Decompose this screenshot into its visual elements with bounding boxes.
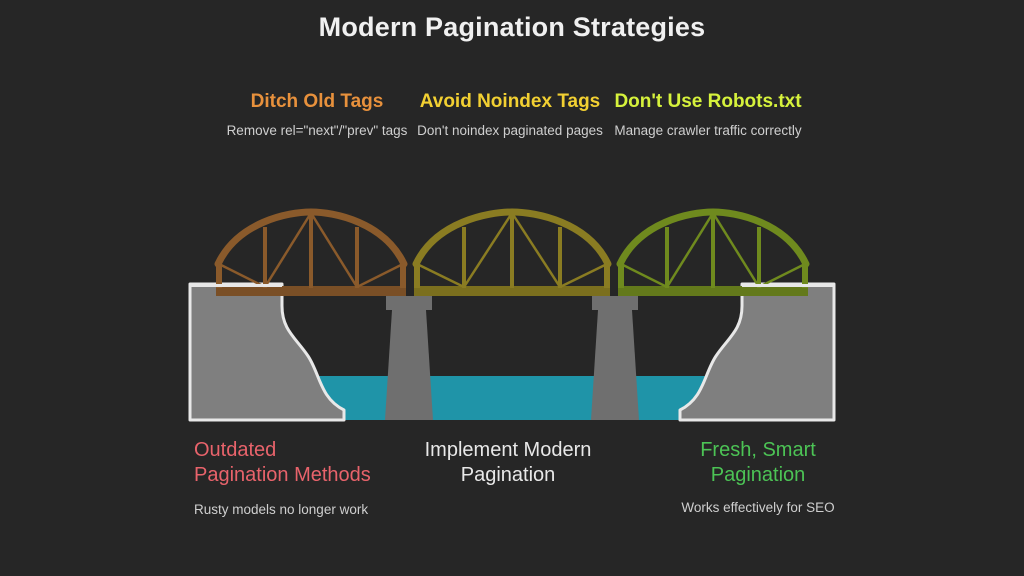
right-abutment-shape bbox=[678, 282, 836, 422]
pier-left-shaft bbox=[385, 310, 433, 420]
bridge-illustration-svg bbox=[188, 208, 836, 422]
bridge-span-middle-diagonal-3 bbox=[510, 212, 562, 288]
bridge-span-left-diagonal-2 bbox=[263, 212, 313, 288]
callout-outdated-pagination-methods: Outdated Pagination Methods Rusty models… bbox=[194, 438, 374, 519]
bridge-span-right-diagonal-3 bbox=[711, 212, 761, 288]
right-abutment-top-highlight bbox=[742, 284, 834, 287]
callout-implement-modern-pagination-headline: Implement Modern Pagination bbox=[424, 439, 592, 486]
callout-ditch-old-tags: Ditch Old Tags Remove rel="next"/"prev" … bbox=[212, 90, 422, 140]
right-abutment bbox=[678, 282, 836, 422]
bridge-span-right-diagonal-2 bbox=[665, 212, 715, 288]
callout-dont-use-robots-txt-headline: Don't Use Robots.txt bbox=[614, 91, 802, 112]
callout-fresh-smart-pagination-headline: Fresh, Smart Pagination bbox=[700, 439, 816, 486]
pier-left-cap bbox=[386, 296, 432, 310]
bridge-illustration bbox=[168, 198, 856, 430]
callout-avoid-noindex-tags-headline: Avoid Noindex Tags bbox=[419, 91, 601, 112]
pier-right-cap bbox=[592, 296, 638, 310]
bridge-span-left-diagonal-4 bbox=[356, 262, 404, 289]
callout-fresh-smart-pagination-subtitle: Works effectively for SEO bbox=[681, 500, 835, 515]
callout-ditch-old-tags-subtitle: Remove rel="next"/"prev" tags bbox=[226, 123, 408, 138]
callout-avoid-noindex-tags-subtitle: Don't noindex paginated pages bbox=[417, 123, 603, 138]
pier-left bbox=[385, 296, 433, 420]
bridge-span-middle-diagonal-1 bbox=[416, 262, 465, 289]
callout-avoid-noindex-tags: Avoid Noindex Tags Don't noindex paginat… bbox=[410, 90, 610, 140]
callout-dont-use-robots-txt: Don't Use Robots.txt Manage crawler traf… bbox=[604, 90, 812, 140]
callout-dont-use-robots-txt-subtitle: Manage crawler traffic correctly bbox=[614, 123, 802, 138]
left-abutment-top-highlight bbox=[190, 284, 282, 287]
bridge-span-right-diagonal-1 bbox=[620, 262, 668, 289]
bridge-span-left-diagonal-1 bbox=[218, 262, 266, 289]
callout-outdated-pagination-methods-headline: Outdated Pagination Methods bbox=[194, 439, 371, 486]
bridge-span-left-deck bbox=[216, 286, 406, 296]
page-title: Modern Pagination Strategies bbox=[318, 12, 706, 42]
bridge-span-middle bbox=[412, 208, 612, 296]
bridge-span-right-diagonal-4 bbox=[758, 262, 806, 289]
left-abutment-shape bbox=[188, 282, 346, 422]
bridge-span-left-diagonal-3 bbox=[309, 212, 359, 288]
left-abutment bbox=[188, 282, 346, 422]
pier-right-shaft bbox=[591, 310, 639, 420]
bridge-span-middle-diagonal-4 bbox=[559, 262, 608, 289]
bridge-span-middle-diagonal-2 bbox=[462, 212, 514, 288]
callout-outdated-pagination-methods-subtitle: Rusty models no longer work bbox=[194, 502, 369, 517]
callout-ditch-old-tags-headline: Ditch Old Tags bbox=[250, 91, 384, 112]
callout-fresh-smart-pagination: Fresh, Smart Pagination Works effectivel… bbox=[660, 438, 856, 517]
bridge-span-middle-deck bbox=[414, 286, 610, 296]
bridge-span-right-deck bbox=[618, 286, 808, 296]
callout-implement-modern-pagination: Implement Modern Pagination bbox=[410, 438, 606, 499]
pier-right bbox=[591, 296, 639, 420]
